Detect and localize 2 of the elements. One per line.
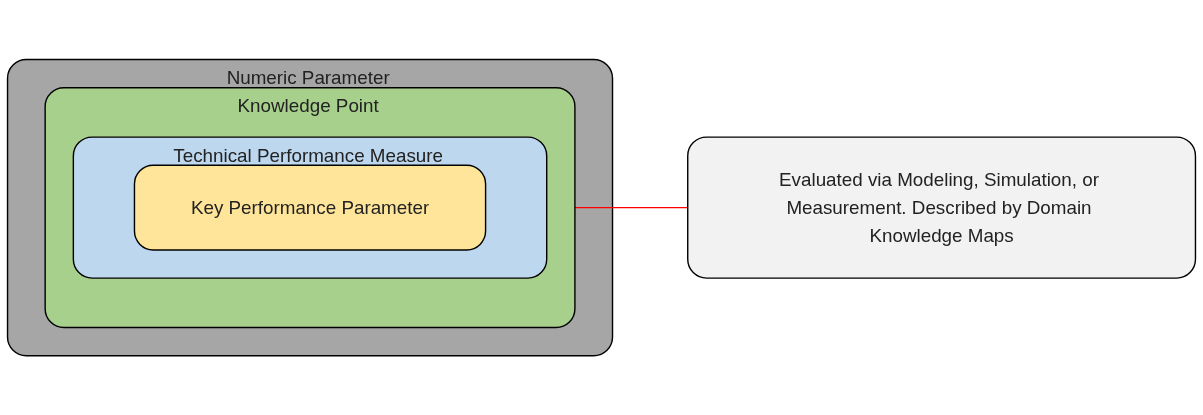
node-box: Key Performance Parameter (133, 164, 487, 251)
node-box: Evaluated via Modeling, Simulation, or Measurement. Described by Domain Knowledge Maps (687, 136, 1197, 279)
